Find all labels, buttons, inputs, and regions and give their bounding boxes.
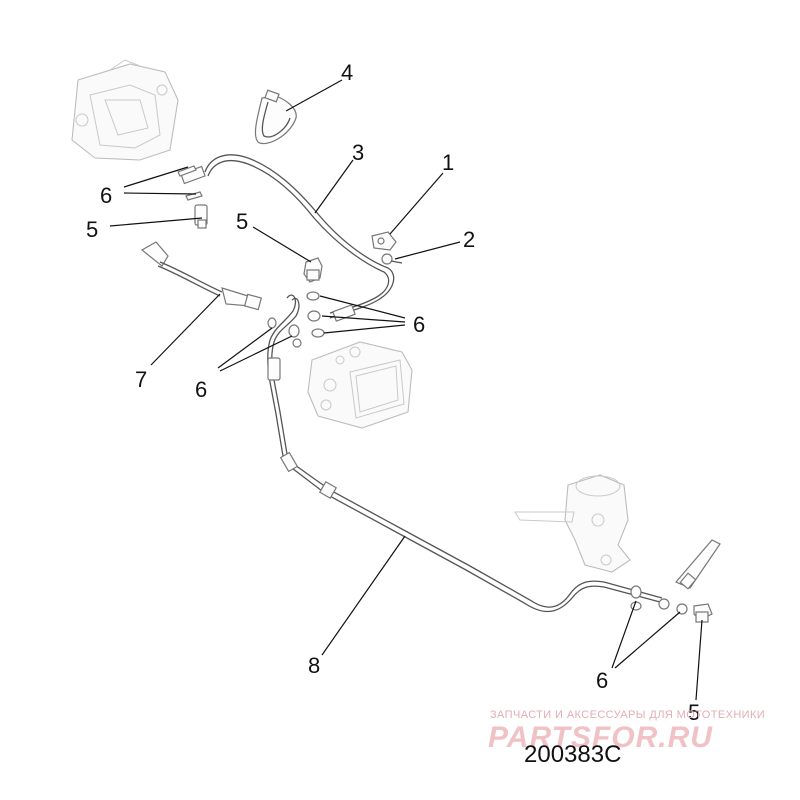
callout-2: 2	[463, 227, 475, 252]
callout-5-center: 5	[236, 209, 248, 234]
callout-1: 1	[442, 150, 454, 175]
callout-3: 3	[352, 140, 364, 165]
brake-caliper-ghost	[71, 59, 179, 161]
callout-labels: 4 3 1 2 6 5 5 6 7 6 8 6 5	[86, 60, 700, 725]
callout-8: 8	[308, 653, 320, 678]
seal-washers-center	[267, 291, 325, 348]
watermark-tagline: ЗАПЧАСТИ И АКСЕССУАРЫ ДЛЯ МОТОТЕХНИКИ	[490, 709, 765, 721]
callout-4: 4	[341, 60, 353, 85]
callout-6-upper: 6	[100, 183, 112, 208]
callout-6-lower: 6	[596, 668, 608, 693]
callout-7: 7	[135, 367, 147, 392]
leader-lines	[109, 79, 703, 701]
callout-5-lower: 5	[688, 700, 700, 725]
diagram-part-code: 200383C	[524, 741, 621, 768]
abs-module-ghost	[307, 341, 413, 429]
brake-hose-3	[180, 154, 395, 322]
hose-clip-part-1	[371, 231, 397, 251]
banjo-bolt-lower-right	[693, 603, 713, 623]
master-cylinder-ghost	[514, 474, 631, 573]
screw-part-2	[381, 253, 403, 265]
watermark-brand: PARTSFOR.RU	[488, 721, 713, 754]
callout-6-center-left: 6	[195, 377, 207, 402]
abs-sensor-cable-7	[140, 241, 263, 311]
seal-washers-lower-right	[630, 585, 688, 615]
watermark: ЗАПЧАСТИ И АКСЕССУАРЫ ДЛЯ МОТОТЕХНИКИ PA…	[488, 709, 765, 754]
callout-6-center-right: 6	[413, 312, 425, 337]
seal-washers-upper-left	[177, 165, 203, 201]
brake-pipe-8	[267, 294, 721, 613]
banjo-bolt-upper-left	[194, 204, 208, 229]
banjo-bolt-center	[303, 257, 323, 283]
callout-5-upper: 5	[86, 217, 98, 242]
clamp-part-4	[254, 89, 297, 145]
